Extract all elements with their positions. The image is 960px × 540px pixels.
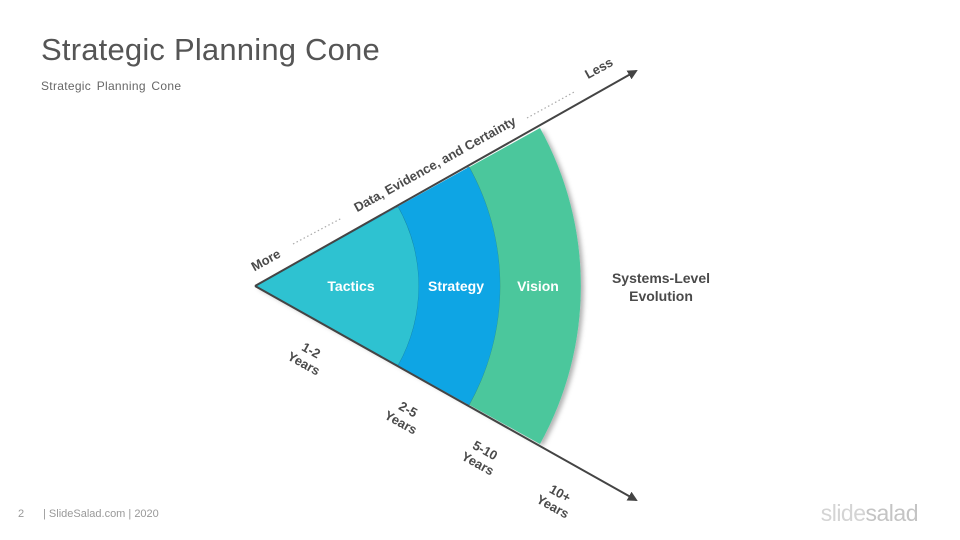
- strategy-label: Strategy: [428, 278, 484, 294]
- dotted-leader-left: [292, 217, 343, 245]
- timeframe-10-plus: 10+ Years: [534, 481, 574, 521]
- slide-title: Strategic Planning Cone: [41, 32, 380, 67]
- page-number: 2: [18, 508, 25, 520]
- outcome-label-line1: Systems-Level: [612, 270, 710, 286]
- axis-more-label: More: [249, 246, 283, 274]
- tactics-sector: [255, 207, 419, 365]
- outcome-label-line2: Evolution: [629, 288, 693, 304]
- dotted-leader-right: [526, 90, 577, 119]
- axis-less-label: Less: [582, 54, 615, 81]
- timeframe-5-10: 5-10 Years: [459, 437, 500, 478]
- brand-logo-part1: slide: [820, 500, 866, 526]
- vision-label: Vision: [517, 278, 559, 294]
- timeframe-2-5: 2-5 Years: [382, 398, 420, 437]
- footer-text: | SlideSalad.com | 2020: [43, 508, 159, 520]
- tactics-label: Tactics: [327, 278, 374, 294]
- brand-logo: slidesalad: [820, 500, 919, 527]
- timeframe-1-2: 1-2 Years: [285, 339, 323, 378]
- slide-subtitle: Strategic Planning Cone: [41, 79, 182, 93]
- brand-logo-part2: salad: [865, 500, 919, 526]
- time-axis-arrow: [254, 285, 638, 501]
- certainty-axis-arrow: [254, 70, 638, 287]
